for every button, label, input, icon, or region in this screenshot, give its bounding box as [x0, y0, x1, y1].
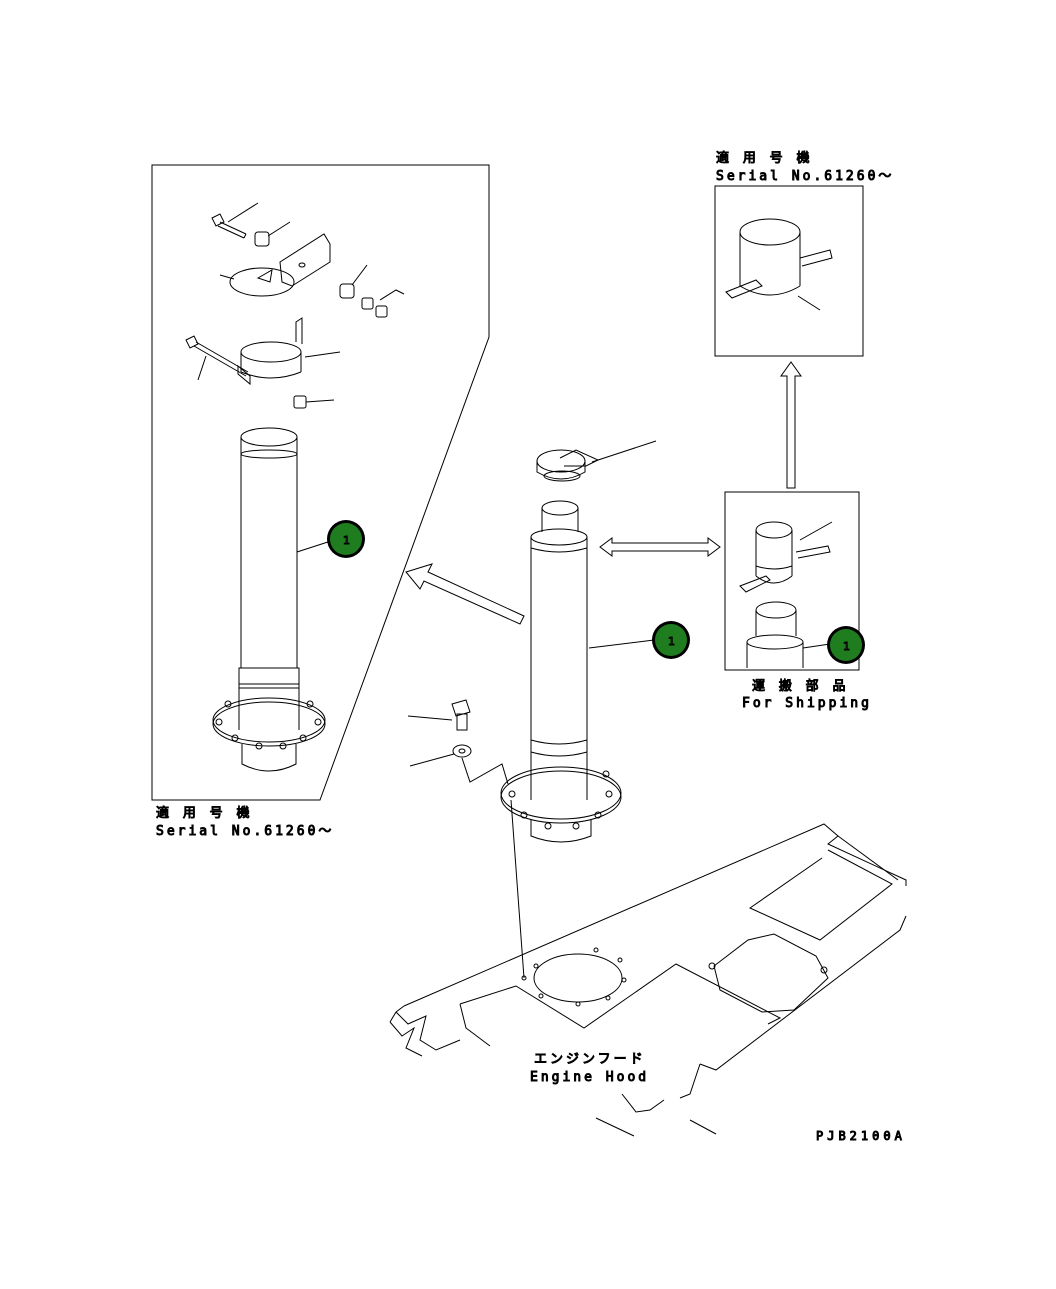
band-clamp	[237, 317, 341, 386]
clamp-nut	[293, 395, 335, 409]
callout-number: 1	[343, 534, 350, 547]
shipping-en: For Shipping	[742, 696, 872, 711]
left-model-jp: 適 用 号 機	[156, 805, 252, 821]
callout-shipping-pipe: 1	[827, 626, 865, 664]
hood-en: Engine Hood	[530, 1070, 649, 1085]
arrow-to-left-panel	[405, 563, 525, 625]
center-assembly: 1	[407, 440, 690, 979]
drawing-reference: PJB2100A	[816, 1129, 906, 1143]
callout-left-pipe: 1	[327, 520, 365, 558]
callout-badge	[655, 624, 687, 656]
nuts	[339, 264, 405, 318]
engine-hood: エンジンフード Engine Hood	[389, 823, 907, 1137]
shipping-panel: 1 運 搬 部 品 For Shipping	[724, 491, 872, 712]
spacer	[254, 221, 291, 247]
bracket-plate	[219, 233, 331, 297]
callout-center-pipe: 1	[652, 621, 690, 659]
callout-badge	[830, 629, 862, 661]
shipping-pipe-top	[746, 601, 831, 668]
hood-jp: エンジンフード	[534, 1052, 646, 1067]
top-serial: Serial No.61260～	[716, 169, 894, 184]
left-serial: Serial No.61260～	[156, 824, 334, 839]
top-cap	[725, 218, 833, 311]
top-right-panel: 適 用 号 機 Serial No.61260～	[714, 150, 894, 357]
top-bolt	[211, 202, 259, 239]
long-bolt	[185, 335, 249, 381]
callout-number: 1	[668, 635, 675, 648]
left-detail-panel: 1 適 用 号 機 Serial No.61260～	[151, 164, 490, 840]
up-arrow	[780, 361, 802, 489]
shipping-jp: 運 搬 部 品	[752, 679, 848, 694]
flange-bolt	[407, 699, 525, 979]
left-exhaust-pipe	[212, 427, 335, 772]
top-model-jp: 適 用 号 機	[716, 150, 812, 166]
callout-badge	[330, 523, 362, 555]
shipping-cap	[739, 521, 833, 593]
double-arrow	[599, 537, 721, 557]
rain-cap	[536, 440, 657, 482]
center-exhaust-pipe	[500, 500, 655, 843]
callout-number: 1	[843, 640, 850, 653]
